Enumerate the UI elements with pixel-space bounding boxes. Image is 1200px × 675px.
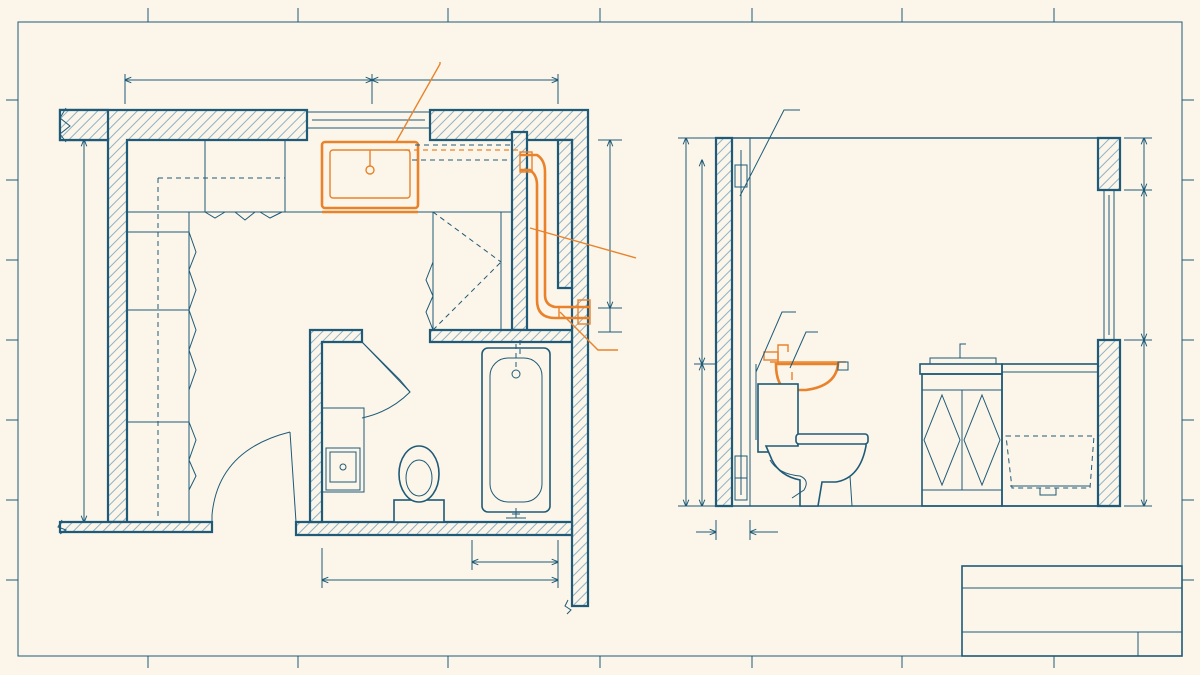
- elevation-sink-icon: [763, 344, 849, 392]
- elevation-right-wall-top: [1096, 136, 1122, 192]
- wall-break-bottom-left: [57, 519, 68, 535]
- kitchen-cabinets: [126, 139, 286, 523]
- elevation-left-wall: [714, 136, 734, 508]
- sink-icon: [320, 140, 420, 214]
- door-swing-icon: [211, 431, 297, 523]
- toilet-icon: [393, 445, 445, 523]
- elevation-leaders: [739, 109, 818, 373]
- vanity-icon: [321, 407, 365, 493]
- sheet-border: [6, 8, 1194, 668]
- plan-bottom-wall-right: [294, 520, 574, 537]
- wc-door-swing: [361, 341, 411, 419]
- plan-leaders: [395, 62, 637, 351]
- plan-dimensions: [78, 74, 622, 588]
- elevation-toilet-icon: [757, 383, 869, 507]
- title-block: [961, 565, 1183, 657]
- pipe-icon: [405, 144, 591, 355]
- elevation-bathtub-icon: [1001, 363, 1099, 507]
- floor-plan: [57, 62, 637, 615]
- plan-counter: [188, 211, 512, 232]
- wall-break-bottom-right: [564, 599, 572, 615]
- elevation-dimensions: [678, 138, 1152, 540]
- plan-top-wall-left: [58, 108, 309, 524]
- wall-break-left: [59, 107, 71, 143]
- elevation-right-wall-bottom: [1096, 338, 1122, 508]
- plan-wc-wall: [308, 328, 364, 524]
- plan-left-wall-break: [58, 108, 110, 142]
- side-elevation: [678, 109, 1152, 540]
- elevation-window: [1103, 189, 1115, 341]
- elevation-vanity-icon: [919, 343, 1003, 507]
- plan-closet: [425, 211, 502, 331]
- plan-bottom-wall-left: [58, 520, 214, 534]
- plan-inner-wall-stub: [556, 138, 574, 290]
- plan-window: [306, 111, 431, 129]
- plan-bath-wall: [428, 328, 574, 344]
- bathtub-icon: [481, 344, 551, 519]
